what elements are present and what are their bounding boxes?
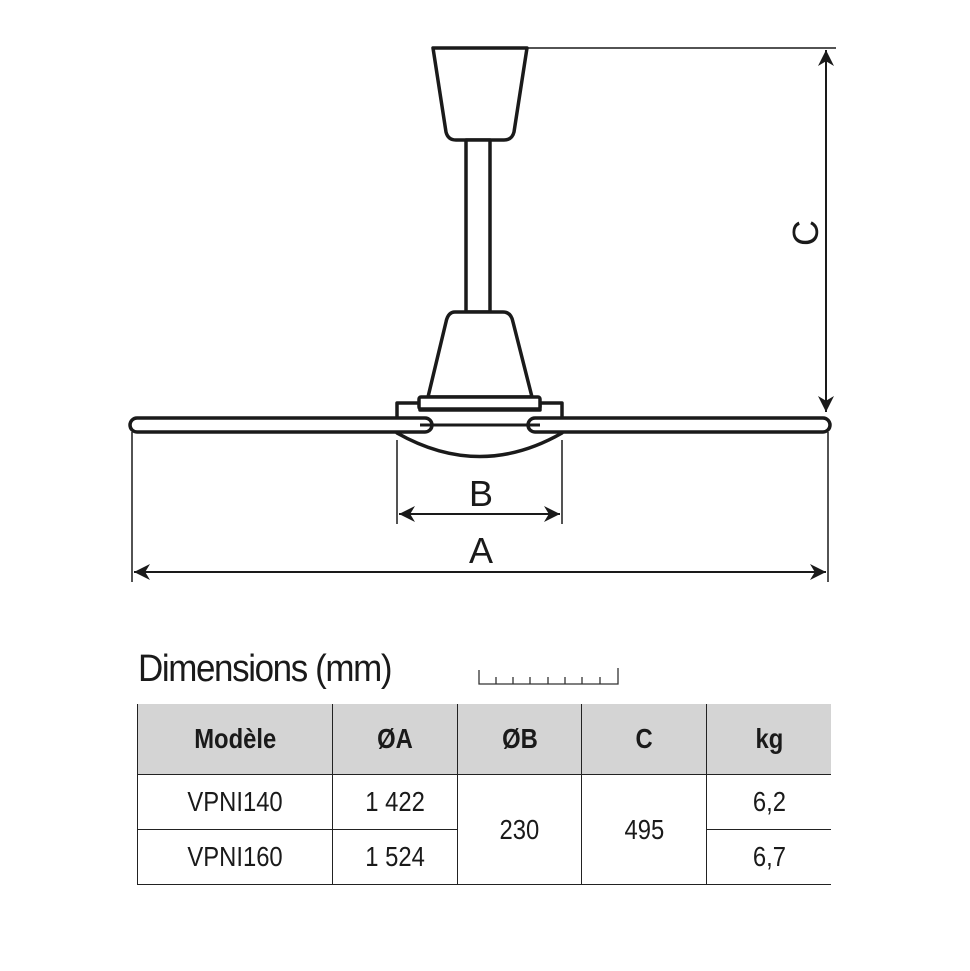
cell-model: VPNI140 — [137, 774, 333, 830]
header-kg: kg — [706, 704, 831, 775]
dimensions-table: Modèle ØA ØB C kg VPNI140 1 422 230 495 … — [137, 704, 831, 885]
table-row: VPNI160 1 524 6,7 — [137, 829, 831, 885]
header-model: Modèle — [137, 704, 333, 775]
header-c: C — [581, 704, 707, 775]
cell-a: 1 422 — [332, 774, 458, 830]
cell-b: 230 — [457, 774, 582, 885]
header-a: ØA — [332, 704, 458, 775]
blade-left — [128, 416, 434, 434]
table-header-row: Modèle ØA ØB C kg — [137, 704, 831, 775]
down-rod — [464, 138, 492, 314]
label-c: C — [785, 220, 826, 246]
table-row: VPNI140 1 422 230 495 6,2 — [137, 774, 831, 885]
cell-a: 1 524 — [332, 829, 458, 885]
fan-diagram: C B A — [128, 46, 836, 582]
cell-model: VPNI160 — [137, 829, 333, 885]
cell-kg: 6,7 — [706, 829, 831, 885]
ceiling-canopy — [431, 46, 529, 142]
blade-right — [526, 416, 832, 434]
cell-c: 495 — [581, 774, 707, 885]
motor-plate — [417, 395, 542, 411]
motor-housing — [426, 310, 534, 399]
ruler-icon — [478, 668, 619, 685]
cell-kg: 6,2 — [706, 774, 831, 830]
dimensions-title: Dimensions (mm) — [138, 648, 393, 690]
label-a: A — [469, 530, 493, 571]
header-b: ØB — [457, 704, 582, 775]
label-b: B — [469, 473, 493, 514]
